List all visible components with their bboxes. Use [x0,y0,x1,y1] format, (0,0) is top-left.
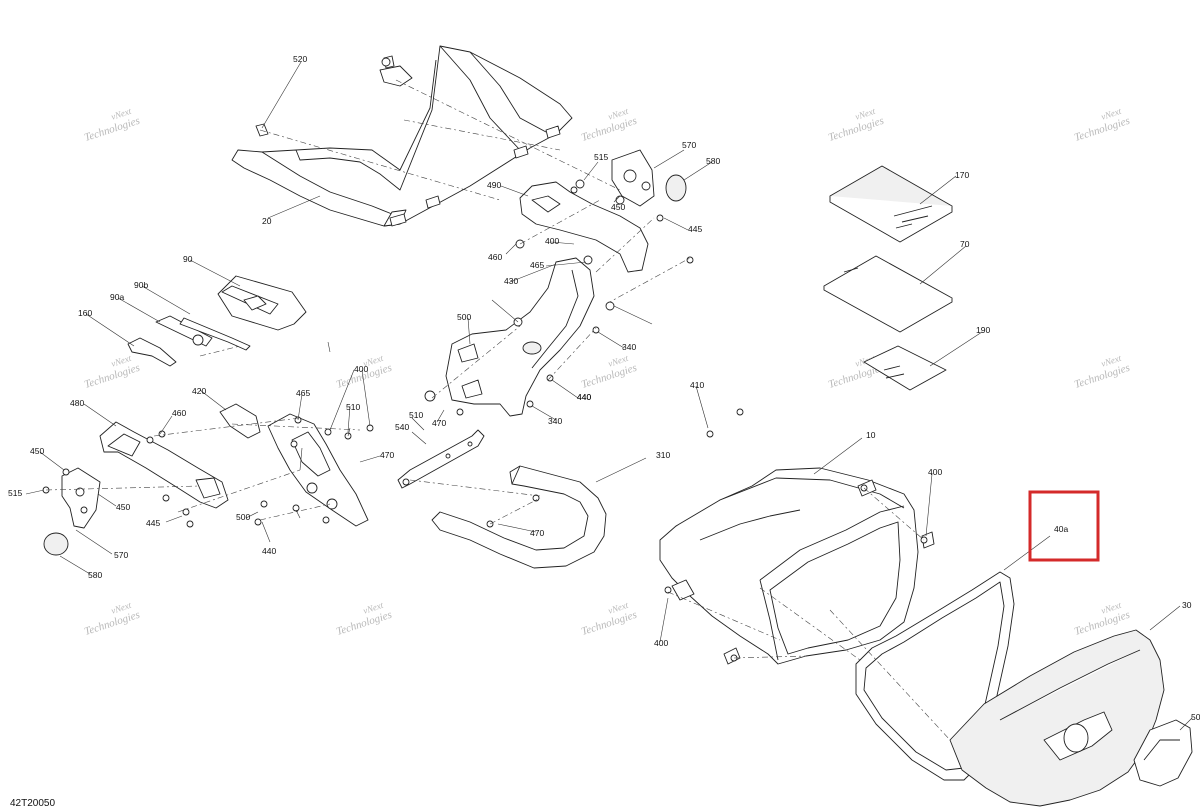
callout-570: 570 [682,140,696,150]
watermark: vNext Technologies [827,106,886,144]
watermark: vNext Technologies [1073,106,1132,144]
callout-510-b: 510 [409,410,423,420]
callout-445: 445 [688,224,702,234]
callout-465: 465 [530,260,544,270]
part-490-bracket [519,149,687,273]
watermarks: vNext Technologies vNext Technologies vN… [83,106,1132,638]
leader-lines [25,61,1193,731]
callout-160: 160 [78,308,92,318]
watermark: vNext Technologies [1073,600,1132,638]
callout-515: 515 [594,152,608,162]
tool-kit [127,275,307,367]
callout-570-b: 570 [114,550,128,560]
callout-440: 440 [577,392,591,402]
callout-480: 480 [70,398,84,408]
callout-460-b: 460 [172,408,186,418]
callout-190: 190 [976,325,990,335]
callout-10: 10 [866,430,876,440]
callout-580: 580 [706,156,720,166]
callout-520: 520 [293,54,307,64]
callout-420: 420 [192,386,206,396]
part-480-frame [43,421,229,556]
callout-470: 470 [432,418,446,428]
part-30-lid [949,629,1193,807]
manual-190 [863,345,947,391]
callout-170: 170 [955,170,969,180]
callout-460: 460 [488,252,502,262]
watermark: vNext Technologies [83,106,142,144]
callout-440-c: 440 [262,546,276,556]
callout-400: 400 [545,236,559,246]
part-310-handle [431,465,607,569]
callout-510: 510 [346,402,360,412]
callout-400-b: 400 [354,364,368,374]
watermark: vNext Technologies [83,600,142,638]
callout-450-c: 450 [116,502,130,512]
part-20-tray [231,45,573,227]
part-10-box [659,467,935,665]
callout-30: 30 [1182,600,1192,610]
assembly-lines [45,79,951,741]
callout-515-b: 515 [8,488,22,498]
callout-540: 540 [395,422,409,432]
callout-50: 50 [1191,712,1200,722]
callout-440-b: 440 [577,392,591,402]
callout-500: 500 [457,312,471,322]
callout-410: 410 [690,380,704,390]
callout-90a: 90a [110,292,124,302]
watermark: vNext Technologies [580,353,639,391]
watermark: vNext Technologies [335,600,394,638]
callout-20: 20 [262,216,272,226]
diagram-code: 42T20050 [10,798,55,809]
callout-500-b: 500 [236,512,250,522]
callout-400-c: 400 [928,467,942,477]
parts [42,45,1193,807]
manuals [823,165,953,391]
callout-400-d: 400 [654,638,668,648]
highlight-box-40a [1028,490,1100,562]
watermark: vNext Technologies [83,353,142,391]
callout-490: 490 [487,180,501,190]
callout-310: 310 [656,450,670,460]
callout-580-b: 580 [88,570,102,580]
callout-340-b: 340 [548,416,562,426]
callout-450-b: 450 [30,446,44,456]
callouts: 520 20 515 570 580 490 450 445 460 400 4… [8,54,1200,722]
callout-90b: 90b [134,280,148,290]
watermark: vNext Technologies [1073,353,1132,391]
callout-430: 430 [504,276,518,286]
callout-340: 340 [622,342,636,352]
callout-40a: 40a [1054,524,1068,534]
callout-470-b: 470 [380,450,394,460]
callout-465-b: 465 [296,388,310,398]
watermark: vNext Technologies [580,600,639,638]
callout-445-b: 445 [146,518,160,528]
part-540-rail [397,429,485,489]
watermark: vNext Technologies [580,106,639,144]
callout-70: 70 [960,239,970,249]
part-430-bracket [445,257,595,417]
callout-450: 450 [611,202,625,212]
callout-90: 90 [183,254,193,264]
callout-470-c: 470 [530,528,544,538]
